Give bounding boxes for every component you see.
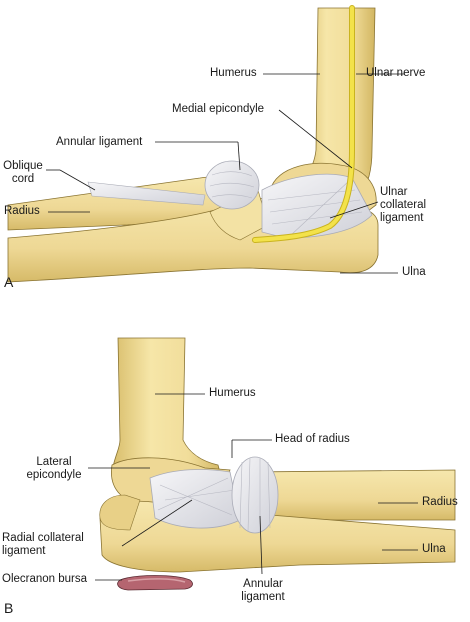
label-annular-ligament-a: Annular ligament bbox=[56, 136, 143, 148]
panel-a-drawing bbox=[7, 5, 379, 283]
label-ulnar-nerve-a: Ulnar nerve bbox=[366, 67, 426, 79]
olecranon-bursa-b bbox=[117, 575, 193, 591]
label-humerus-b: Humerus bbox=[209, 387, 256, 399]
label-medial-epicondyle-a: Medial epicondyle bbox=[172, 103, 265, 115]
panel-a-leaders bbox=[46, 73, 405, 274]
label-ulna-b: Ulna bbox=[422, 543, 446, 555]
label-head-of-radius-b: Head of radius bbox=[275, 433, 350, 445]
panel-letter-b: B bbox=[4, 600, 14, 616]
panel-letter-a: A bbox=[4, 274, 14, 290]
label-annular-ligament-b: Annular ligament bbox=[241, 578, 285, 603]
label-humerus-a: Humerus bbox=[210, 67, 257, 79]
label-radius-a: Radius bbox=[4, 205, 40, 217]
label-radial-collateral-ligament-b: Radial collateral ligament bbox=[2, 532, 84, 557]
label-oblique-cord-a: Oblique cord bbox=[3, 160, 43, 185]
panel-b-leaders bbox=[88, 393, 418, 581]
label-radius-b: Radius bbox=[422, 496, 458, 508]
label-ulnar-collateral-ligament-a: Ulnar collateral ligament bbox=[380, 186, 427, 224]
label-ulna-a: Ulna bbox=[402, 266, 426, 278]
oblique-cord-a bbox=[87, 181, 206, 206]
radial-collateral-ligament-b bbox=[149, 469, 241, 529]
annular-ligament-b bbox=[231, 456, 279, 534]
panel-b-drawing bbox=[99, 337, 456, 591]
label-lateral-epicondyle-b: Lateral epicondyle bbox=[26, 456, 82, 481]
label-olecranon-bursa-b: Olecranon bursa bbox=[2, 573, 88, 585]
